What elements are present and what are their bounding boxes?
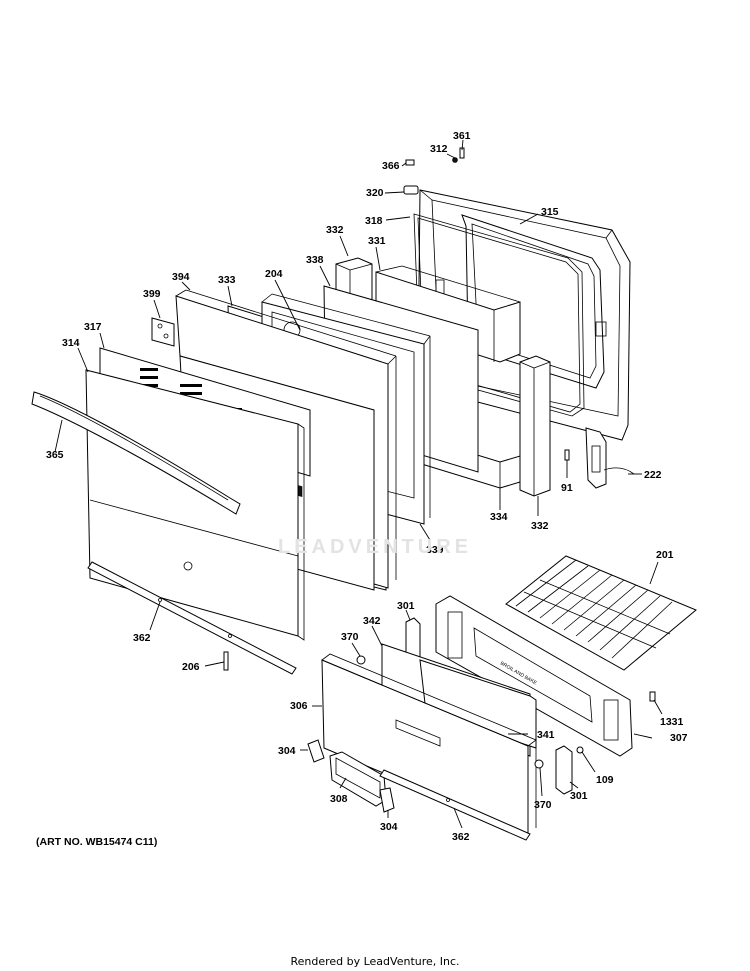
callout-labels: 361 312 366 320 315 318 332 331 338 204 …	[46, 130, 688, 843]
door-hinge	[564, 427, 635, 489]
callout-370-bottom: 370	[534, 799, 552, 811]
callout-334: 334	[490, 511, 508, 523]
callout-331: 331	[368, 235, 386, 247]
drawer-back-panel: BROIL AND BAKE	[435, 595, 633, 757]
callout-91: 91	[561, 482, 573, 494]
callout-304-bottom: 304	[380, 821, 398, 833]
callout-315: 315	[541, 206, 559, 218]
door-rail	[87, 561, 297, 675]
callout-222: 222	[644, 469, 662, 481]
callout-333: 333	[218, 274, 236, 286]
callout-341: 341	[537, 729, 555, 741]
drawer-handle	[307, 739, 395, 813]
oven-rack	[505, 555, 697, 671]
callout-362-drawer: 362	[452, 831, 470, 843]
callout-204: 204	[265, 268, 283, 280]
callout-307: 307	[670, 732, 688, 744]
callout-342: 342	[363, 615, 381, 627]
door-bracket	[151, 317, 175, 347]
art-number: (ART NO. WB15474 C11)	[36, 836, 158, 848]
door-handle	[31, 391, 241, 515]
callout-332-top: 332	[326, 224, 344, 236]
washers-screws	[356, 655, 656, 769]
callout-206: 206	[182, 661, 200, 673]
callout-312: 312	[430, 143, 448, 155]
drawer-rail-lower	[379, 769, 531, 841]
callout-332-bottom: 332	[531, 520, 549, 532]
callout-399: 399	[143, 288, 161, 300]
callout-320: 320	[366, 187, 384, 199]
callout-301-top: 301	[397, 600, 415, 612]
callout-306: 306	[290, 700, 308, 712]
callout-317: 317	[84, 321, 102, 333]
drawer-glides	[405, 617, 573, 795]
callout-314: 314	[62, 337, 80, 349]
callout-339: 339	[426, 544, 444, 556]
callout-201: 201	[656, 549, 674, 561]
callout-109: 109	[596, 774, 614, 786]
leader-lines	[54, 139, 663, 829]
callout-370-top: 370	[341, 631, 359, 643]
callout-338: 338	[306, 254, 324, 266]
footer-credit: Rendered by LeadVenture, Inc.	[290, 955, 460, 968]
outer-door-panel	[85, 369, 305, 641]
callout-394: 394	[172, 271, 190, 283]
callout-365: 365	[46, 449, 64, 461]
callout-1331: 1331	[660, 716, 684, 728]
small-hardware	[403, 147, 465, 195]
callout-362-door: 362	[133, 632, 151, 644]
callout-366: 366	[382, 160, 400, 172]
callout-361: 361	[453, 130, 471, 142]
screw	[223, 651, 229, 671]
callout-301-bottom: 301	[570, 790, 588, 802]
callout-304-left: 304	[278, 745, 296, 757]
callout-318: 318	[365, 215, 383, 227]
callout-308: 308	[330, 793, 348, 805]
